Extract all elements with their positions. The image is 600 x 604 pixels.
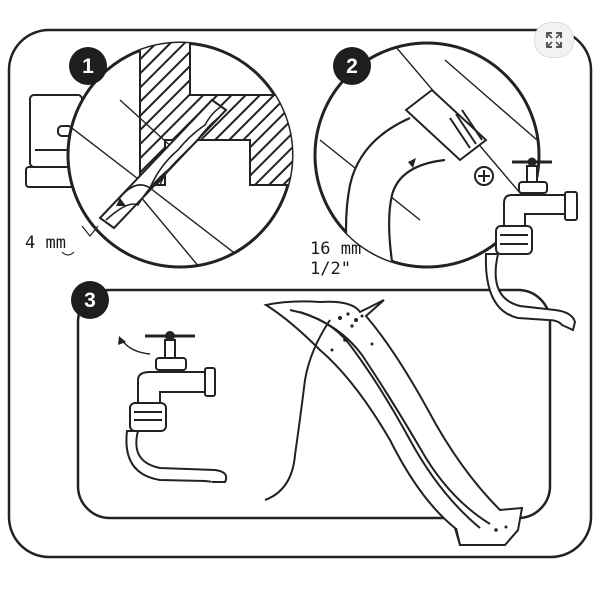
expand-icon bbox=[545, 31, 563, 49]
screw-icon bbox=[475, 167, 493, 185]
expand-button[interactable] bbox=[534, 22, 574, 58]
step-2-number: 2 bbox=[346, 55, 358, 78]
step-1-badge: 1 bbox=[69, 47, 107, 85]
step-3-badge: 3 bbox=[71, 281, 109, 319]
hose-size-mm-label: 16 mm bbox=[310, 240, 361, 258]
step-3-number: 3 bbox=[84, 289, 96, 312]
step-2-badge: 2 bbox=[333, 47, 371, 85]
drill-size-label: 4 mm bbox=[25, 234, 66, 252]
step-1-number: 1 bbox=[82, 55, 94, 78]
hose-size-inch-label: 1/2" bbox=[310, 260, 351, 278]
step-3-illustration: 3 bbox=[71, 281, 550, 545]
